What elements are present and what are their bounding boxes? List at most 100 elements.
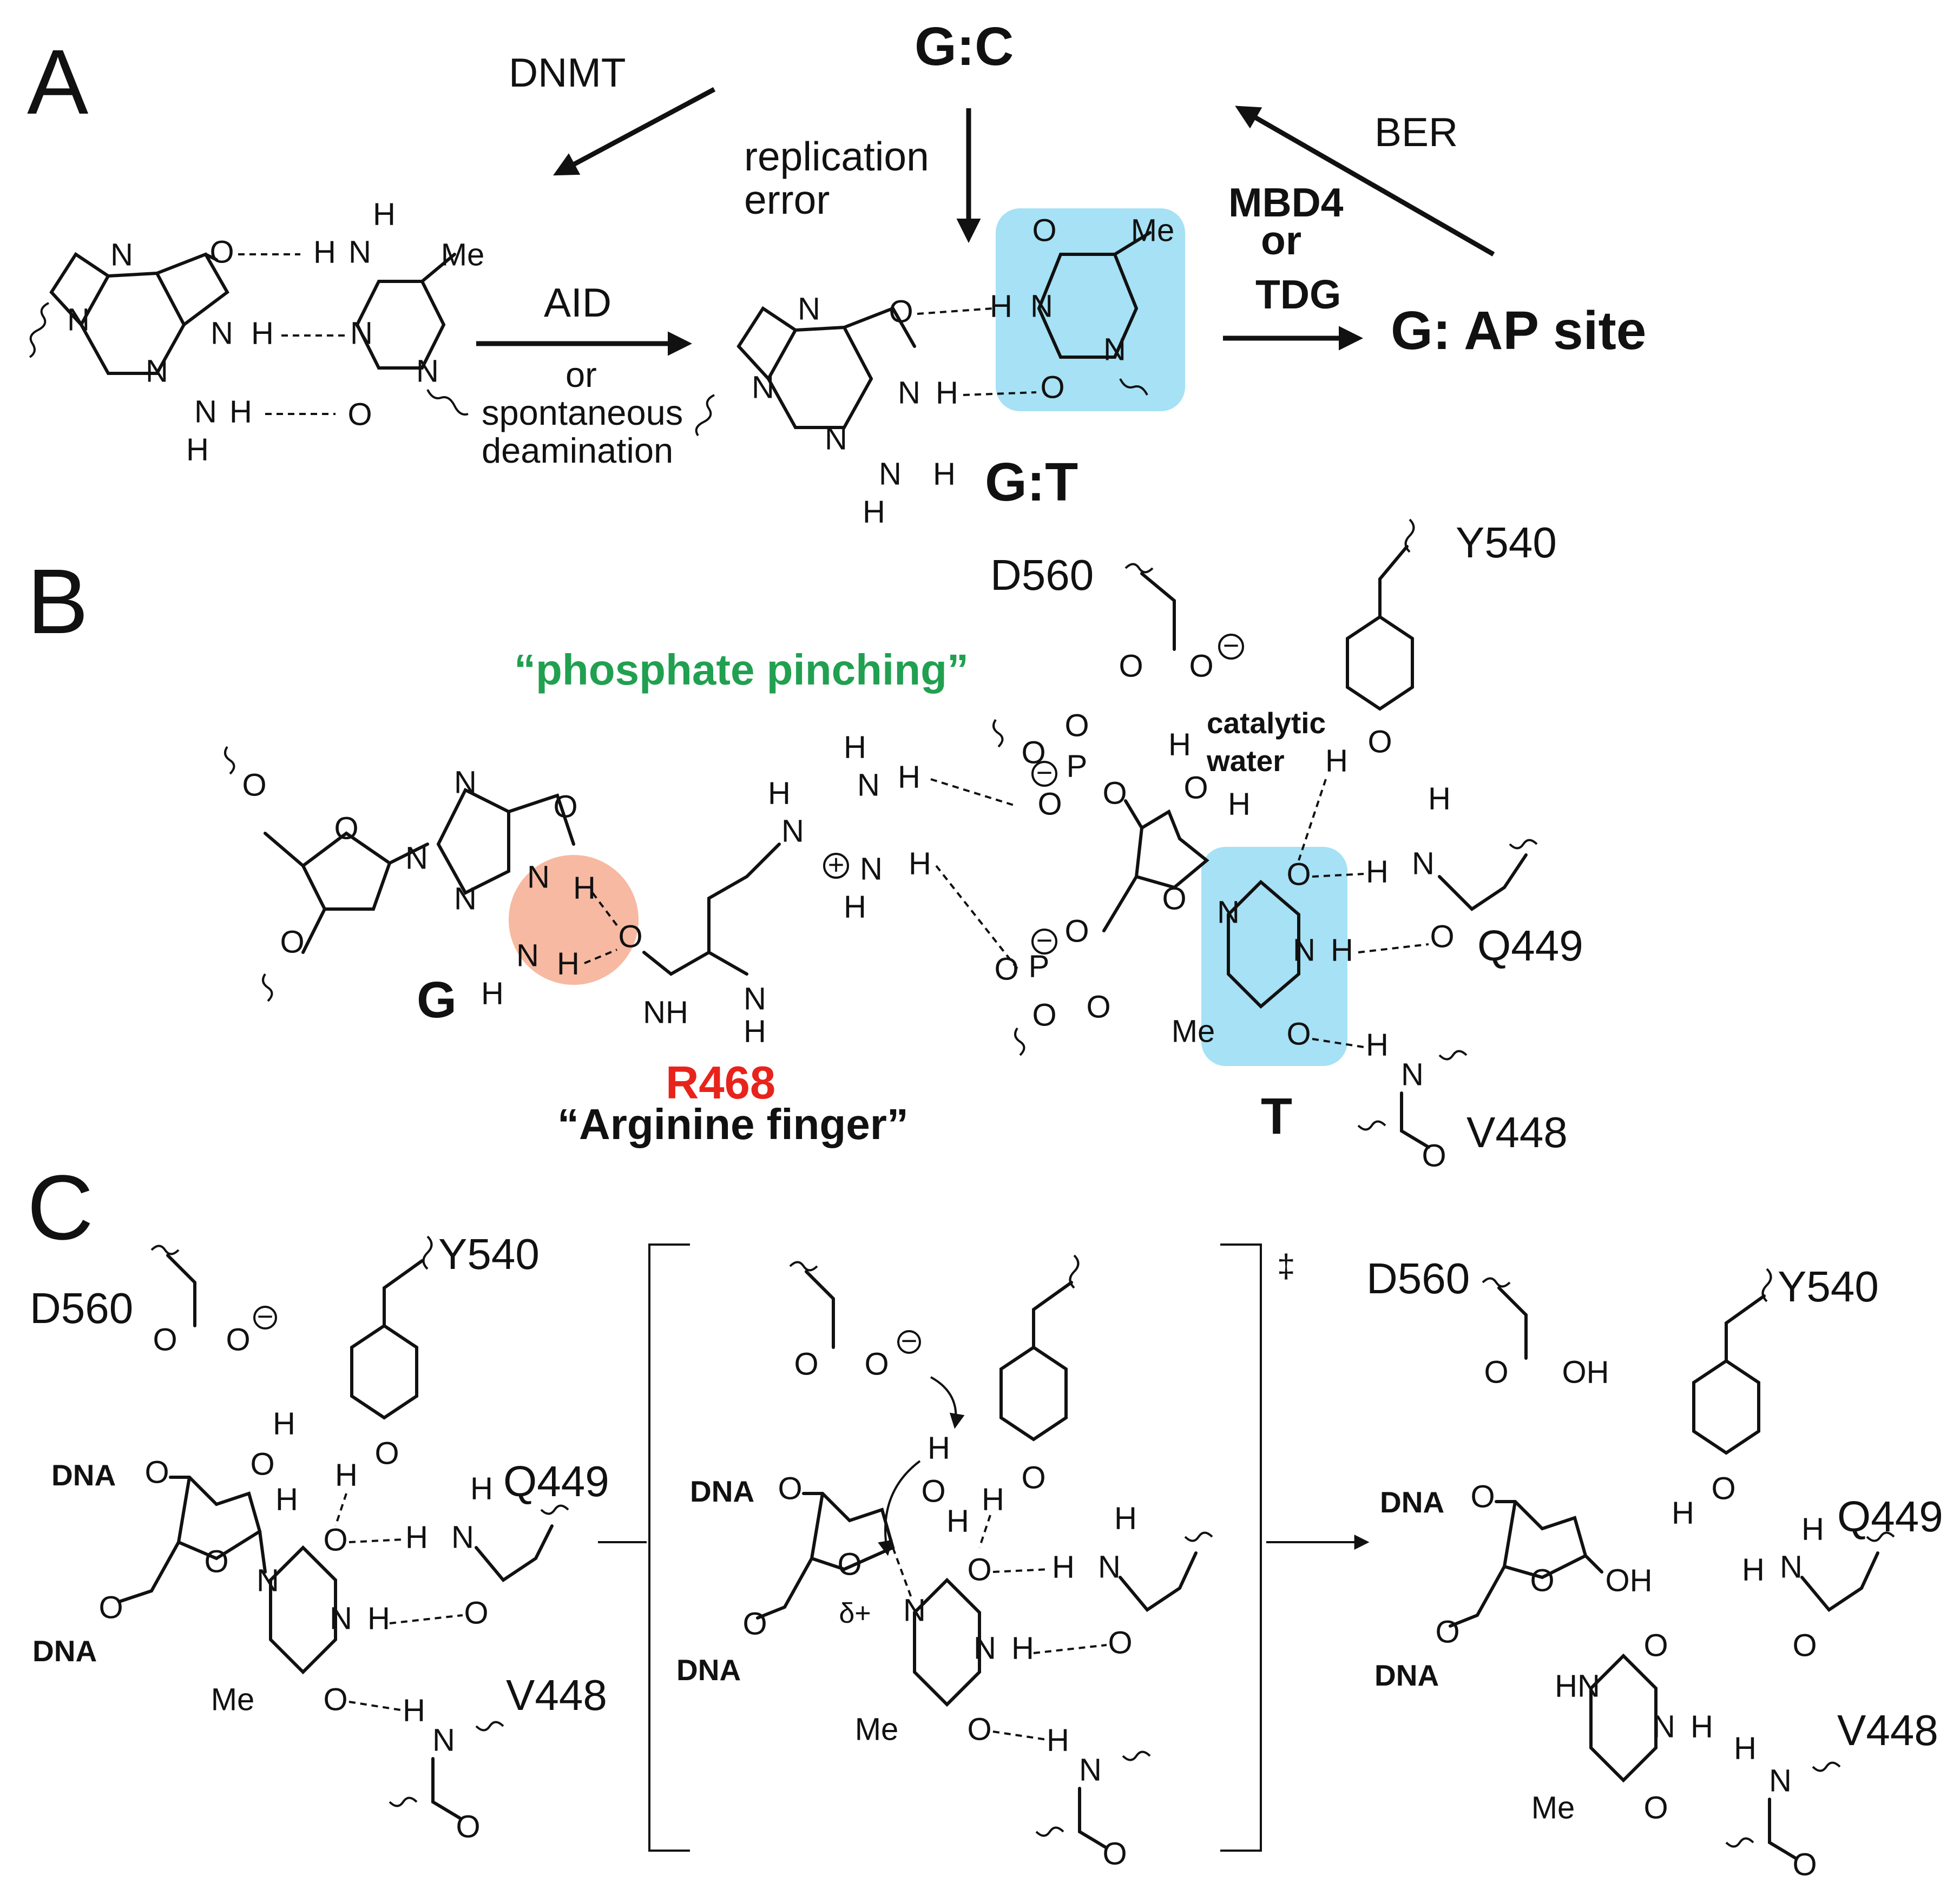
svg-text:N: N (1079, 1752, 1102, 1787)
svg-text:O: O (1422, 1138, 1446, 1173)
g-label: G (417, 971, 457, 1029)
svg-text:O: O (794, 1346, 818, 1381)
arginine-finger-label: “Arginine finger” (557, 1100, 909, 1148)
svg-text:N: N (1401, 1057, 1424, 1092)
transition-state: O O − O H H O H DNA O O δ+ O DNA N O (676, 1254, 1213, 1871)
svg-text:O: O (323, 1682, 347, 1717)
svg-text:H: H (990, 288, 1012, 324)
svg-text:H: H (1228, 786, 1251, 821)
svg-text:O: O (1470, 1479, 1495, 1514)
svg-text:O: O (1435, 1614, 1459, 1649)
svg-text:N: N (781, 813, 804, 848)
svg-text:N: N (1098, 1549, 1121, 1584)
svg-text:N: N (744, 981, 766, 1016)
y540-label-c-right: Y540 (1778, 1262, 1879, 1311)
g-t-base-pair: N N N O N H N H H O H N O N Me (695, 213, 1174, 529)
svg-text:N: N (454, 881, 477, 916)
svg-text:−: − (257, 1301, 273, 1333)
svg-text:P: P (1067, 748, 1088, 784)
svg-text:O: O (1430, 919, 1454, 954)
guanine-highlight (509, 855, 639, 985)
svg-text:O: O (778, 1471, 802, 1506)
svg-text:O: O (994, 951, 1018, 986)
ts-mark: ‡ (1277, 1248, 1295, 1284)
svg-text:O: O (1102, 1836, 1127, 1871)
svg-text:O: O (1286, 857, 1311, 892)
svg-text:O: O (1643, 1790, 1668, 1825)
gc-title: G:C (915, 16, 1014, 77)
svg-text:H: H (744, 1014, 766, 1049)
svg-text:O: O (144, 1455, 169, 1490)
dnmt-label: DNMT (509, 50, 626, 95)
dnmt-arrow (553, 87, 716, 176)
svg-text:N: N (194, 394, 217, 429)
t-label: T (1261, 1088, 1292, 1145)
ber-label: BER (1374, 109, 1458, 155)
svg-text:−: − (901, 1326, 917, 1357)
svg-text:O: O (1064, 708, 1089, 743)
q449-label-c-left: Q449 (503, 1457, 609, 1505)
me-label-b: Me (1172, 1014, 1215, 1049)
svg-text:O: O (1367, 724, 1392, 759)
svg-text:O: O (1530, 1563, 1554, 1598)
svg-text:H: H (275, 1482, 298, 1517)
svg-text:H: H (229, 394, 252, 429)
guanine-nucleoside: O O O N N O N N H N H H G (224, 746, 596, 1029)
svg-text:O: O (1032, 213, 1056, 248)
svg-text:H: H (1672, 1495, 1694, 1530)
svg-text:O: O (334, 811, 358, 846)
svg-text:O: O (98, 1590, 123, 1625)
deamination-label: deamination (482, 431, 673, 470)
thymine-b: N O N H O Me T (1172, 857, 1353, 1145)
y540-label-b: Y540 (1456, 518, 1557, 567)
svg-text:O: O (153, 1322, 177, 1357)
svg-text:O: O (1040, 370, 1064, 405)
svg-text:N: N (416, 353, 439, 389)
svg-text:H: H (573, 870, 596, 905)
y540-label-c-left: Y540 (438, 1230, 540, 1278)
svg-text:O: O (1021, 1460, 1045, 1495)
catalytic-label-1: catalytic (1207, 706, 1326, 740)
svg-text:O: O (280, 924, 304, 959)
delta-plus: δ+ (839, 1598, 871, 1629)
dna-label-c3: DNA (690, 1475, 754, 1508)
svg-text:N: N (350, 315, 373, 351)
svg-text:H: H (1331, 932, 1353, 968)
nh-label: NH (643, 995, 688, 1030)
ts-bracket-right (1220, 1243, 1262, 1852)
svg-text:O: O (1643, 1628, 1668, 1663)
svg-text:O: O (1064, 913, 1089, 949)
svg-text:H: H (1168, 727, 1191, 762)
svg-text:H: H (367, 1601, 390, 1636)
svg-text:N: N (1293, 932, 1316, 968)
svg-text:H: H (844, 729, 866, 765)
r468-label: R468 (666, 1057, 775, 1109)
svg-text:O: O (209, 234, 234, 269)
v448-label-c-right: V448 (1837, 1706, 1938, 1754)
svg-text:H: H (1047, 1722, 1069, 1758)
svg-text:N: N (256, 1563, 279, 1598)
svg-text:O: O (1102, 775, 1127, 811)
svg-text:H: H (1366, 854, 1389, 889)
me-label-c2: Me (855, 1712, 899, 1747)
svg-text:O: O (1021, 735, 1045, 770)
svg-text:H: H (251, 315, 274, 351)
svg-text:N: N (825, 421, 847, 456)
svg-text:O: O (837, 1547, 861, 1582)
svg-text:H: H (933, 456, 956, 491)
svg-text:O: O (250, 1446, 274, 1482)
svg-text:N: N (1653, 1709, 1675, 1744)
svg-text:O: O (1189, 648, 1213, 683)
svg-text:H: H (1325, 743, 1348, 778)
phosphate-pinching-label: “phosphate pinching” (514, 646, 969, 694)
svg-text:O: O (1286, 1016, 1311, 1051)
svg-text:H: H (186, 432, 209, 467)
d560-label-c-left: D560 (30, 1284, 133, 1332)
me-label-a1: Me (441, 237, 485, 272)
replication-label-2: error (744, 177, 830, 222)
svg-text:H: H (936, 375, 958, 410)
thymine-highlight-a (996, 208, 1185, 411)
svg-text:O: O (323, 1522, 347, 1557)
d560-label-b: D560 (990, 551, 1094, 599)
